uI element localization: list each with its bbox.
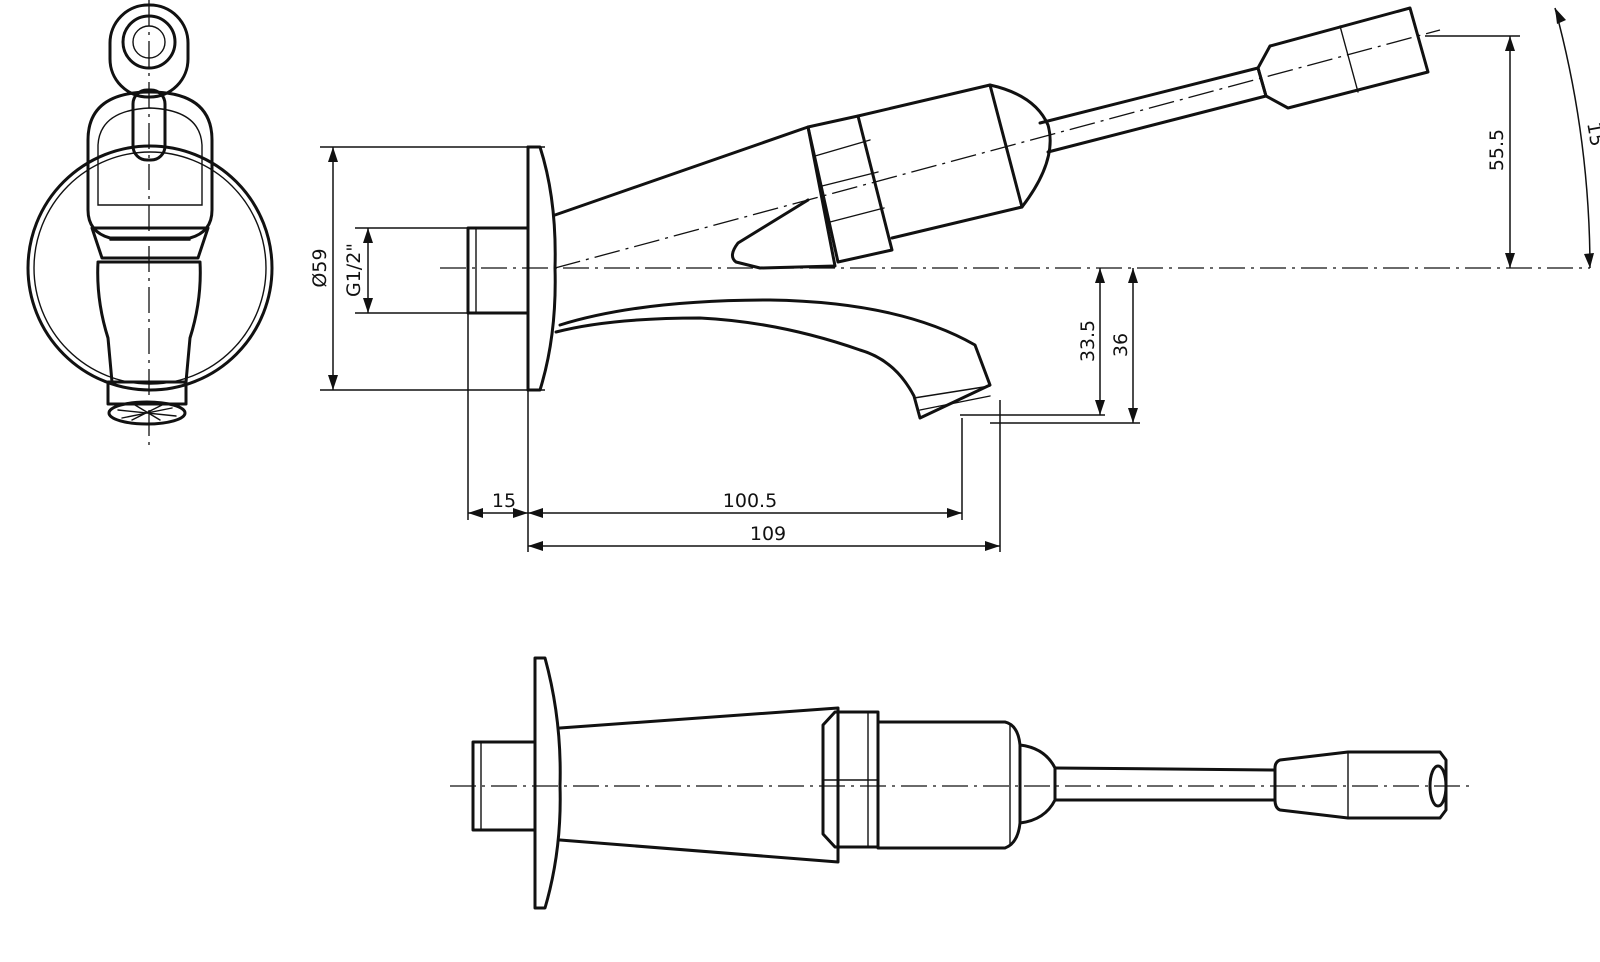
front-view: [26, 0, 274, 445]
side-spout: [554, 298, 992, 420]
side-cylinder: [856, 83, 1024, 240]
side-dimensions: Ø59 G1/2" 15 100.5 109 33.5: [309, 7, 1600, 552]
side-cylinder-cap: [988, 83, 1052, 209]
side-tilted-centerline: [554, 29, 1441, 269]
dim-thread: G1/2": [343, 243, 365, 297]
front-nut: [90, 226, 210, 260]
top-stem: [1053, 766, 1277, 802]
dim-handle-angle: 15°: [1582, 120, 1600, 157]
side-stem: [1038, 66, 1268, 154]
side-handle-body: [553, 125, 837, 270]
front-flange-inner: [33, 151, 267, 385]
dim-outlet-drop: 33.5: [1077, 320, 1099, 362]
dim-diameter-flange: Ø59: [309, 248, 331, 287]
side-thread-connector: [466, 226, 530, 315]
front-flange-circle: [26, 144, 274, 392]
front-aerator: [106, 380, 188, 406]
dim-overall-reach: 109: [750, 523, 786, 545]
front-body: [86, 90, 214, 240]
side-view: [440, 6, 1590, 420]
dim-spout-reach: 100.5: [723, 490, 777, 512]
dim-thread-length: 15: [492, 490, 516, 512]
top-view: [450, 656, 1470, 910]
dim-handle-height: 55.5: [1486, 129, 1508, 171]
front-aerator-mesh: [107, 400, 187, 426]
top-cone: [1018, 743, 1057, 825]
top-flange: [533, 656, 562, 910]
top-tapered-body: [558, 706, 840, 864]
dim-outlet-drop-total: 36: [1110, 333, 1132, 357]
top-cylinder: [876, 720, 1022, 850]
top-grip: [1273, 750, 1448, 820]
side-nut: [806, 114, 894, 264]
side-grip: [1256, 6, 1430, 110]
